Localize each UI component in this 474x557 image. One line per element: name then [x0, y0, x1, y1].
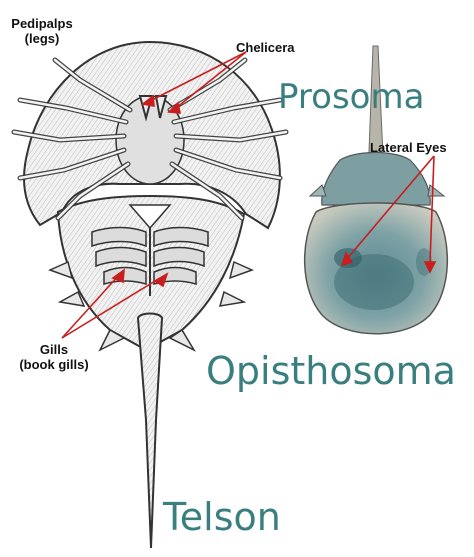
telson-region-label: Telson: [163, 495, 281, 539]
pedipalps-label-line2: (legs): [24, 31, 60, 46]
pointer-lines: [61, 51, 437, 339]
ventral-view-crab: [11, 40, 289, 549]
lateral-eyes-label: Lateral Eyes: [370, 140, 447, 155]
gills-label-line1: Gills: [39, 342, 69, 357]
pedipalps-label-line1: Pedipalps: [11, 16, 73, 31]
opisthosoma-region-label: Opisthosoma: [206, 349, 456, 393]
prosoma-region-label: Prosoma: [278, 77, 425, 117]
gills-label-line2: (book gills): [19, 357, 89, 372]
pedipalps-label: Pedipalps (legs): [0, 16, 84, 46]
gills-label: Gills (book gills): [4, 342, 104, 372]
chelicera-label: Chelicera: [236, 40, 295, 55]
telson-tail: [136, 312, 164, 549]
